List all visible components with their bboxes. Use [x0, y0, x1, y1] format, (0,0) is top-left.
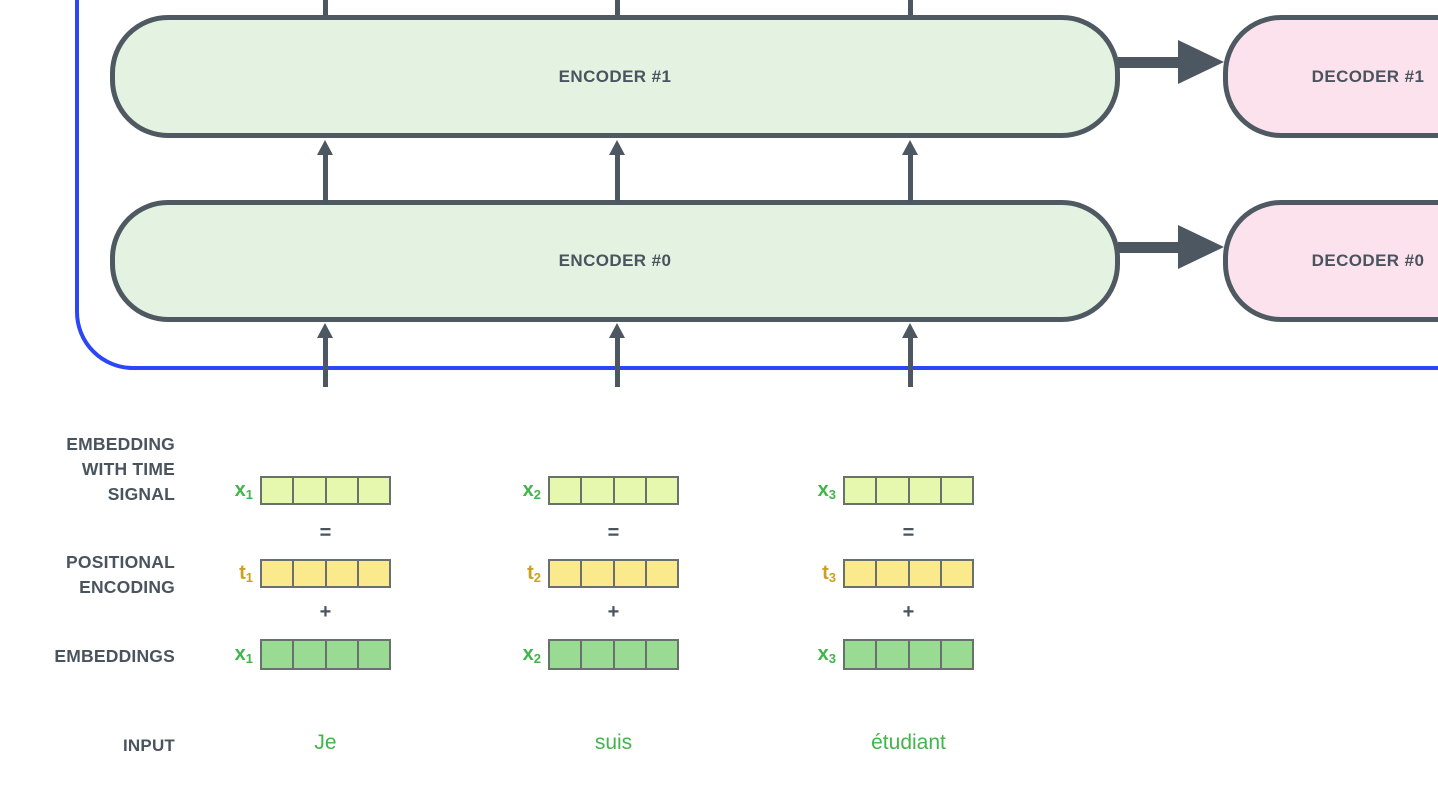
arrow-up-stub-icon [908, 0, 913, 20]
vector-column-2: x2 = t2 + x2 suis [503, 470, 679, 780]
embeddings-row-label: EMBEDDINGS [54, 646, 175, 666]
time-signal-vector-box [260, 476, 391, 505]
arrow-up-icon [316, 323, 334, 387]
decoder-0-block: DECODER #0 [1223, 200, 1438, 322]
time-signal-vector-label: x1 [234, 479, 253, 502]
positional-vector-box [260, 559, 391, 588]
label-line: POSITIONAL [66, 552, 175, 572]
vector-cell [647, 561, 677, 586]
arrow-up-icon [316, 140, 334, 204]
arrow-up-icon [901, 140, 919, 204]
arrow-up-icon [608, 140, 626, 204]
decoder-1-label: DECODER #1 [1311, 66, 1425, 86]
time-signal-vector-label: x3 [817, 479, 836, 502]
vector-cell [615, 561, 647, 586]
embedding-vector-label: x2 [522, 643, 541, 666]
vector-cell [359, 478, 389, 503]
vector-cell [262, 641, 295, 668]
vector-cell [359, 561, 389, 586]
vector-column-3: x3 = t3 + x3 étudiant [798, 470, 974, 780]
equals-operator: = [607, 522, 620, 544]
positional-vector-label: t1 [239, 562, 253, 585]
vector-cell [262, 561, 295, 586]
positional-vector-box [843, 559, 974, 588]
encoder-0-label: ENCODER #0 [558, 251, 672, 270]
encoder-1-block: ENCODER #1 [110, 15, 1120, 138]
label-line: WITH TIME [81, 459, 175, 479]
encoder-decoder-frame [75, 0, 1438, 370]
positional-encoding-row-label: POSITIONAL ENCODING [20, 550, 175, 600]
equals-operator: = [902, 522, 915, 544]
decoder-1-block: DECODER #1 [1223, 15, 1438, 138]
label-line: ENCODING [79, 577, 175, 597]
arrow-up-icon [901, 323, 919, 387]
vector-cell [294, 478, 327, 503]
vector-cell [845, 478, 878, 503]
vector-cell [845, 641, 878, 668]
vector-cell [942, 478, 972, 503]
vector-cell [582, 641, 615, 668]
vector-cell [910, 641, 942, 668]
input-word: suis [594, 731, 633, 754]
vector-cell [647, 641, 677, 668]
vector-cell [550, 561, 583, 586]
positional-vector-label: t3 [822, 562, 836, 585]
vector-cell [877, 641, 910, 668]
arrow-right-icon [1118, 40, 1224, 84]
input-row-label: INPUT [123, 736, 175, 755]
arrow-right-icon [1118, 225, 1224, 269]
vector-cell [294, 561, 327, 586]
vector-cell [327, 641, 359, 668]
vector-column-1: x1 = t1 + x1 Je [215, 470, 391, 780]
vector-cell [359, 641, 389, 668]
encoder-1-label: ENCODER #1 [558, 66, 672, 86]
encoder-0-block: ENCODER #0 [110, 200, 1120, 322]
vector-cell [550, 478, 583, 503]
positional-vector-box [548, 559, 679, 588]
equals-operator: = [319, 522, 332, 544]
time-signal-vector-box [548, 476, 679, 505]
positional-vector-label: t2 [527, 562, 541, 585]
vector-cell [877, 561, 910, 586]
vector-cell [327, 561, 359, 586]
time-signal-row-label: EMBEDDING WITH TIME SIGNAL [20, 432, 175, 507]
vector-cell [942, 641, 972, 668]
embedding-vector-box [260, 639, 391, 670]
vector-cell [910, 561, 942, 586]
input-word: étudiant [871, 731, 946, 754]
plus-operator: + [902, 601, 915, 623]
vector-cell [262, 478, 295, 503]
vector-cell [294, 641, 327, 668]
vector-cell [910, 478, 942, 503]
vector-cell [615, 641, 647, 668]
arrow-up-icon [608, 323, 626, 387]
vector-cell [845, 561, 878, 586]
time-signal-vector-label: x2 [522, 479, 541, 502]
plus-operator: + [607, 601, 620, 623]
vector-cell [582, 561, 615, 586]
vector-cell [647, 478, 677, 503]
embedding-vector-box [548, 639, 679, 670]
vector-cell [582, 478, 615, 503]
embedding-vector-box [843, 639, 974, 670]
time-signal-vector-box [843, 476, 974, 505]
decoder-0-label: DECODER #0 [1311, 251, 1425, 270]
label-line: SIGNAL [107, 484, 175, 504]
vector-cell [942, 561, 972, 586]
label-line: EMBEDDING [66, 434, 175, 454]
plus-operator: + [319, 601, 332, 623]
input-word: Je [314, 731, 337, 754]
vector-cell [615, 478, 647, 503]
vector-cell [550, 641, 583, 668]
embedding-vector-label: x3 [817, 643, 836, 666]
arrow-up-stub-icon [615, 0, 620, 20]
embedding-vector-label: x1 [234, 643, 253, 666]
vector-cell [327, 478, 359, 503]
vector-cell [877, 478, 910, 503]
arrow-up-stub-icon [323, 0, 328, 20]
